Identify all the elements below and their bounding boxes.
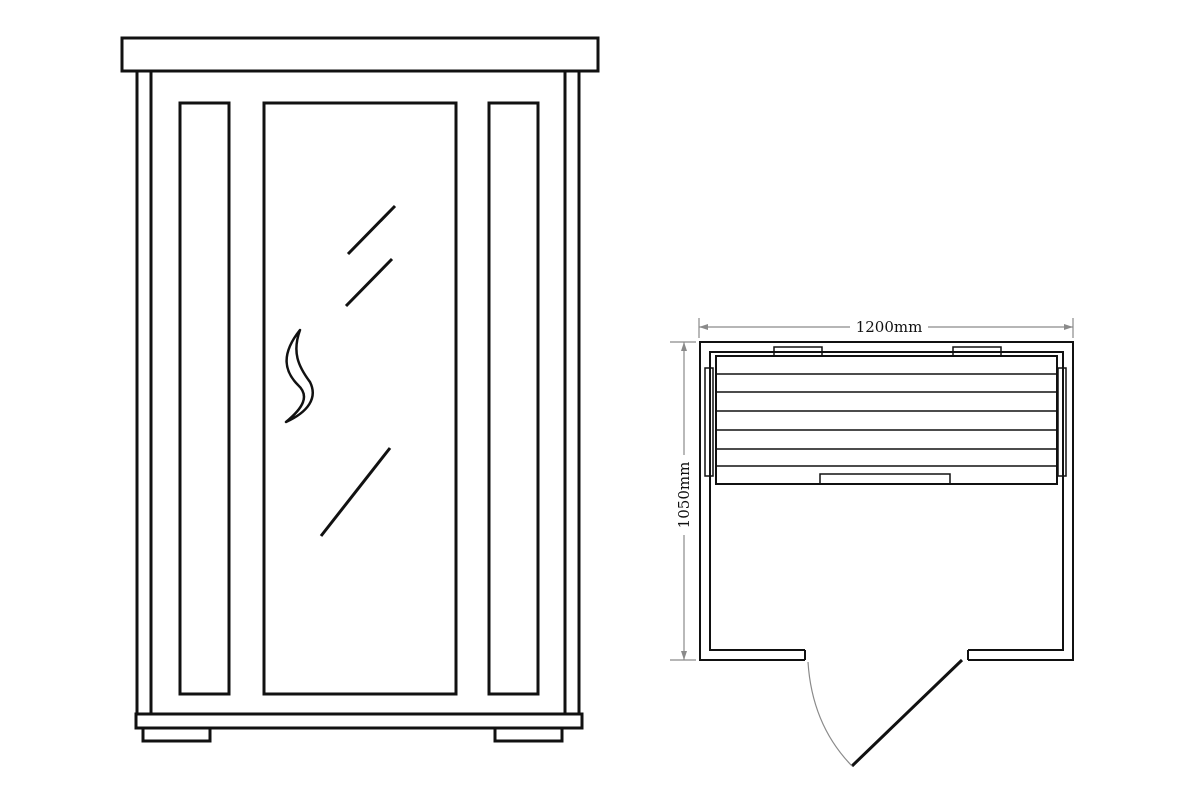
glass-reflection-3 [319, 447, 392, 537]
outer-wall [699, 341, 1074, 661]
floor-plan [699, 341, 1074, 768]
side-heater-left [704, 367, 714, 477]
back-heater-left [773, 346, 823, 357]
bench-slats [716, 373, 1057, 467]
base-plinth [134, 712, 584, 730]
left-glass-panel [178, 101, 231, 696]
door-handle-icon [284, 328, 314, 424]
door-swing-arc [807, 661, 853, 767]
glass-reflection-2 [344, 257, 394, 308]
back-heater-right [952, 346, 1002, 357]
front-elevation [120, 36, 600, 743]
left-post [135, 69, 153, 716]
glass-reflection-1 [346, 204, 397, 256]
door-leaf [850, 658, 964, 768]
glass-door [262, 101, 458, 696]
width-dimension [698, 318, 1074, 338]
roof-cap [120, 36, 600, 73]
side-heater-right [1057, 367, 1067, 477]
bench [715, 355, 1058, 485]
left-foot [141, 726, 212, 743]
right-foot [493, 726, 564, 743]
bench-heater [819, 473, 951, 485]
inner-wall [709, 351, 1064, 651]
right-glass-panel [487, 101, 540, 696]
width-dimension-label: 1200mm [856, 318, 923, 336]
right-post [563, 69, 581, 716]
depth-dimension [670, 341, 696, 661]
depth-dimension-label: 1050mm [675, 462, 693, 529]
